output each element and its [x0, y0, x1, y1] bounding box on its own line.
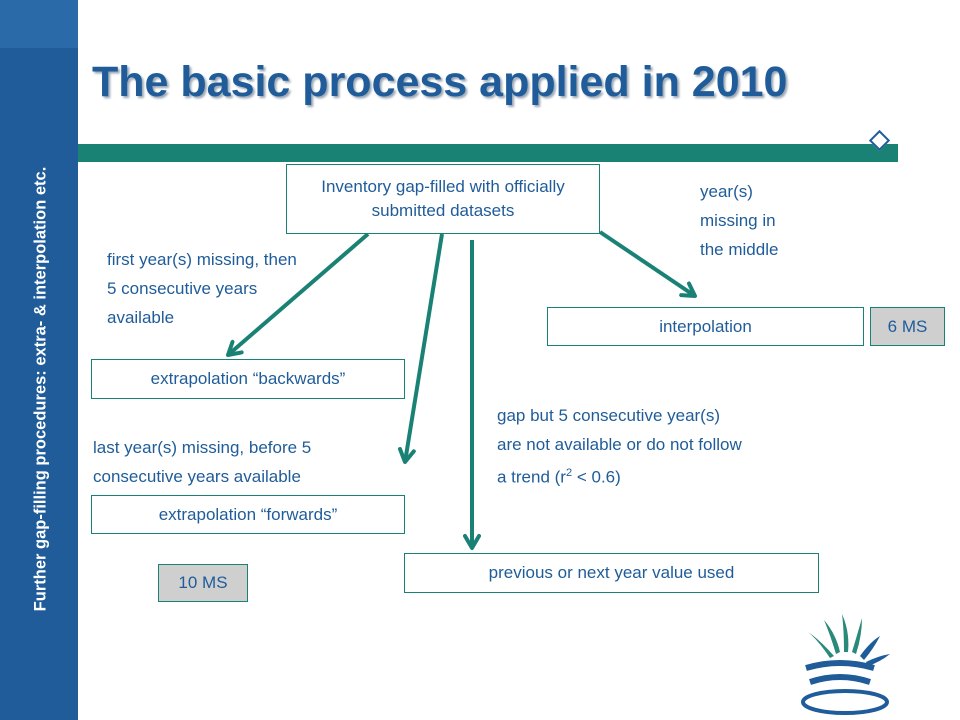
inventory-box: Inventory gap-filled with officially sub… [286, 164, 600, 234]
previous-next-box: previous or next year value used [404, 553, 819, 593]
interpolation-box: interpolation [547, 307, 864, 346]
interp-count-badge: 6 MS [870, 307, 945, 346]
sidebar-map-graphic [0, 0, 78, 48]
arrow-to-forwards [398, 233, 444, 464]
extrapolation-backwards-box: extrapolation “backwards” [91, 359, 405, 399]
gap-trend-label: gap but 5 consecutive year(s) are not av… [497, 406, 742, 487]
title-underline-bar [78, 144, 898, 162]
arrow-to-backwards [226, 232, 370, 357]
extrap-count-badge: 10 MS [158, 564, 248, 602]
middle-missing-label: year(s) missing in the middle [700, 182, 779, 259]
last-years-missing-label: last year(s) missing, before 5 consecuti… [93, 438, 312, 486]
page-title: The basic process applied in 2010 [92, 58, 788, 106]
extrapolation-forwards-box: extrapolation “forwards” [91, 495, 405, 534]
eea-logo-icon [801, 614, 890, 715]
sidebar-band: Further gap-filling procedures: extra- &… [0, 0, 78, 720]
first-years-missing-label: first year(s) missing, then 5 consecutiv… [107, 250, 297, 327]
arrow-to-interpolation [598, 230, 697, 298]
